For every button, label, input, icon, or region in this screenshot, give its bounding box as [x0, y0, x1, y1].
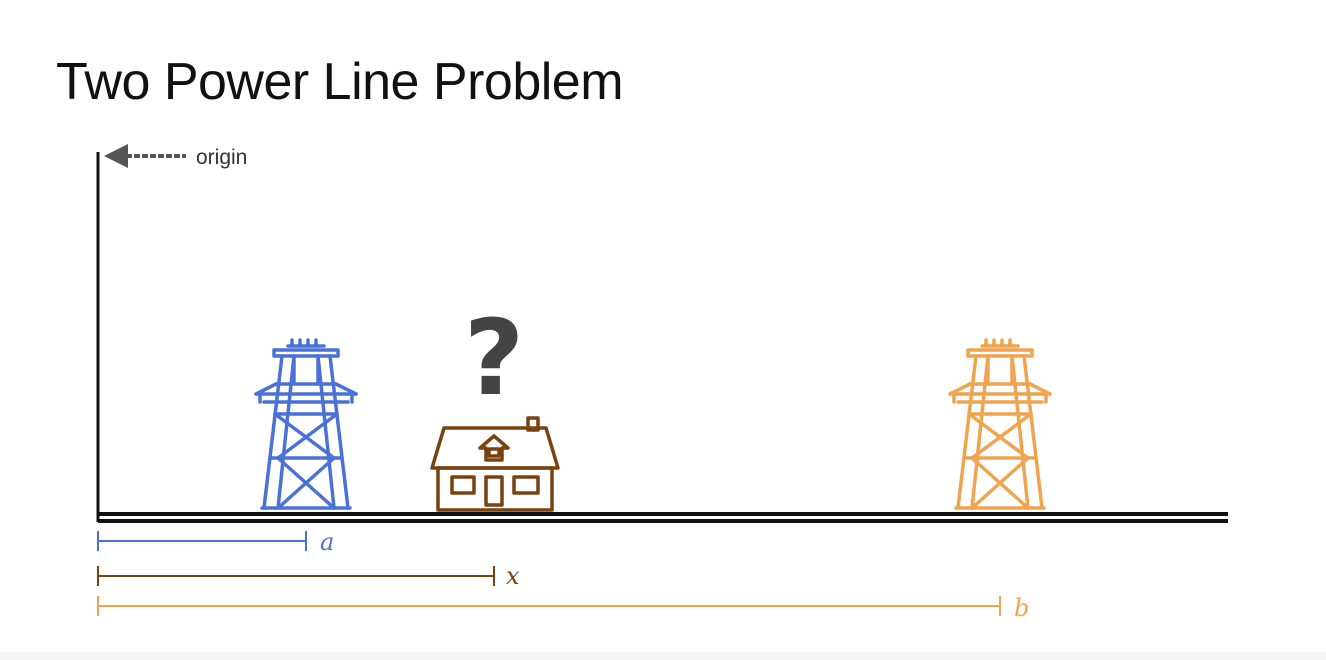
- dimension-b-label: b: [1014, 594, 1029, 622]
- ground-line: [98, 512, 1228, 523]
- dimension-a: [97, 531, 307, 551]
- origin-arrow-icon: [104, 144, 186, 168]
- dimension-x: [97, 566, 495, 586]
- house-icon: [430, 416, 560, 512]
- origin-label: origin: [196, 146, 247, 169]
- dimension-x-label: x: [506, 562, 520, 590]
- dimension-b: [97, 596, 1001, 616]
- bottom-band: [0, 652, 1326, 660]
- slide-title: Two Power Line Problem: [56, 53, 624, 111]
- dimension-a-label: a: [320, 528, 334, 556]
- question-mark: ?: [464, 297, 524, 419]
- power-tower-icon: [948, 338, 1052, 510]
- power-tower-icon: [254, 338, 358, 510]
